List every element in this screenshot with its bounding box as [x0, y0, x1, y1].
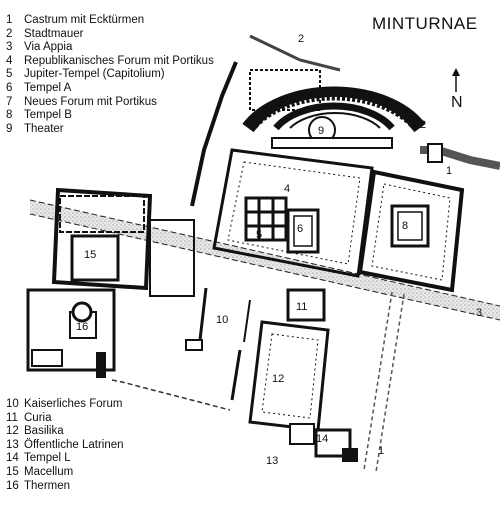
map-label-6: 6	[297, 223, 303, 235]
capitolium	[244, 196, 288, 242]
temple-b	[390, 204, 430, 248]
castrum-wall	[375, 293, 405, 473]
map-label-3: 3	[476, 307, 482, 319]
latrines	[289, 423, 315, 445]
city-wall	[190, 61, 238, 207]
map-label-4: 4	[284, 183, 290, 195]
castrum-wall	[363, 291, 393, 471]
map-label-9: 9	[318, 125, 324, 137]
city-wall	[249, 34, 341, 72]
imperial-forum	[185, 287, 251, 401]
thermae	[26, 288, 116, 378]
map-label-5: 5	[256, 229, 262, 241]
basilica	[248, 320, 330, 432]
map-label-1: 1	[446, 165, 452, 177]
map-label-15: 15	[84, 249, 96, 261]
map-label-16: 16	[76, 321, 88, 333]
map-label-11: 11	[296, 301, 307, 313]
temple-l	[314, 428, 358, 462]
map-label-14: 14	[316, 433, 328, 445]
map-title: MINTURNAE	[372, 14, 478, 33]
street-line	[111, 379, 231, 411]
north-arrow-icon	[452, 68, 460, 76]
map-label-13: 13	[266, 455, 278, 467]
temple-a	[286, 208, 320, 254]
via-appia-edge	[29, 213, 500, 321]
via-appia-edge	[29, 199, 500, 307]
new-forum	[357, 169, 465, 293]
map-label-10: 10	[216, 314, 228, 326]
macellum	[51, 187, 195, 297]
castrum-tower	[427, 143, 443, 163]
north-label: N	[451, 94, 463, 111]
theater	[242, 69, 426, 149]
map-label-1: 1	[378, 445, 384, 457]
map-label-8: 8	[402, 220, 408, 232]
republican-forum	[212, 148, 374, 278]
map-label-2: 2	[420, 119, 426, 131]
map-label-12: 12	[272, 373, 284, 385]
map-label-2: 2	[298, 33, 304, 45]
curia	[286, 288, 326, 322]
